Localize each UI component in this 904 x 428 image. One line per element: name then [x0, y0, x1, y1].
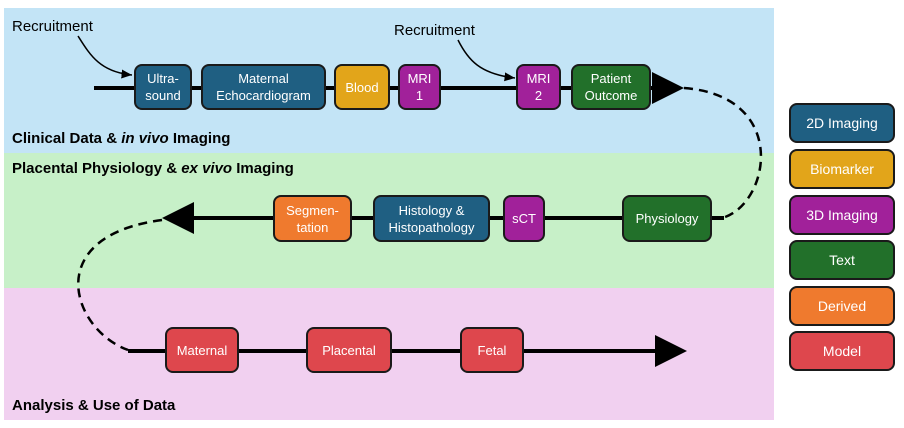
segmentation-node: Segmen- tation	[273, 195, 352, 242]
dashed-connector-left	[77, 218, 163, 352]
placental-model-node: Placental	[306, 327, 392, 373]
patient-outcome-node: Patient Outcome	[571, 64, 651, 110]
recruitment-arrow-2	[457, 39, 516, 82]
maternal-echocardiogram-node: Maternal Echocardiogram	[201, 64, 326, 110]
physiology-node: Physiology	[622, 195, 712, 242]
recruitment-label-2: Recruitment	[394, 22, 475, 39]
legend-2d-imaging: 2D Imaging	[789, 103, 895, 143]
mri-1-node: MRI 1	[398, 64, 441, 110]
recruitment-label-1: Recruitment	[12, 18, 93, 35]
maternal-model-node: Maternal	[165, 327, 239, 373]
histology-node: Histology & Histopathology	[373, 195, 490, 242]
legend-derived: Derived	[789, 286, 895, 326]
ultrasound-node: Ultra- sound	[134, 64, 192, 110]
blood-node: Blood	[334, 64, 390, 110]
mri-2-node: MRI 2	[516, 64, 561, 110]
placental-section-title: Placental Physiology & ex vivo Imaging	[12, 160, 294, 177]
legend-text: Text	[789, 240, 895, 280]
legend-biomarker: Biomarker	[789, 149, 895, 189]
legend-model: Model	[789, 331, 895, 371]
analysis-section-title: Analysis & Use of Data	[12, 397, 176, 414]
legend-3d-imaging: 3D Imaging	[789, 195, 895, 235]
fetal-model-node: Fetal	[460, 327, 524, 373]
sct-node: sCT	[503, 195, 545, 242]
dashed-connector-right	[683, 86, 763, 220]
clinical-section-title: Clinical Data & in vivo Imaging	[12, 130, 231, 147]
recruitment-arrow-1	[77, 35, 133, 79]
